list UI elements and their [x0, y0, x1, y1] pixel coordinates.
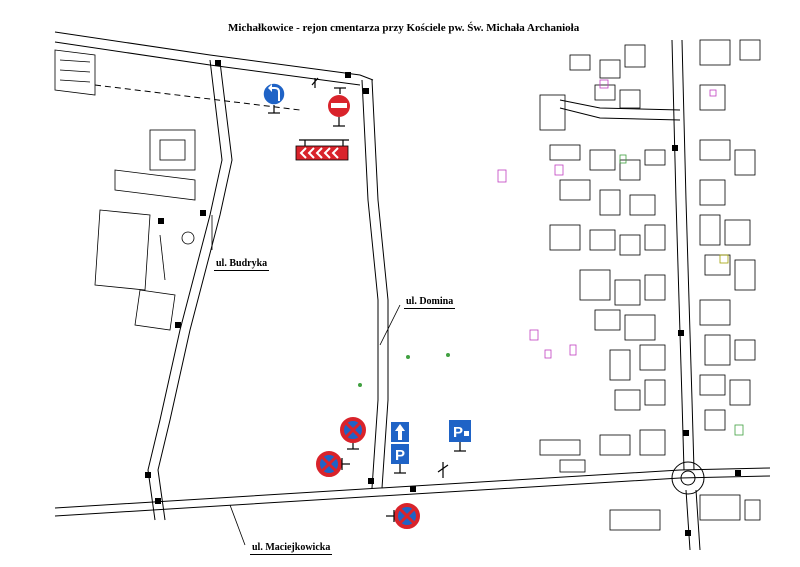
- no-entry-sign: [328, 87, 350, 127]
- building-blocks: [539, 39, 761, 531]
- one-way-parking-sign: P: [391, 422, 409, 474]
- street-label-budryka: ul. Budryka: [214, 258, 270, 271]
- street-label-domina: ul. Domina: [404, 296, 456, 309]
- road-network: [54, 31, 771, 551]
- chevron-board-sign: [295, 139, 349, 161]
- svg-text:P: P: [395, 447, 405, 464]
- no-stopping-sign: [340, 417, 366, 450]
- sign-post-markers: [311, 77, 449, 478]
- map-details: [358, 79, 744, 436]
- street-label-maciejkowicka: ul. Maciejkowicka: [250, 542, 333, 555]
- map-title: Michałkowice - rejon cmentarza przy Kośc…: [228, 22, 580, 34]
- left-compound: [54, 49, 196, 331]
- no-stopping-sign: [316, 451, 350, 477]
- parking-sign: P: [449, 420, 471, 452]
- svg-text:P: P: [453, 424, 463, 441]
- no-stopping-sign: [386, 503, 420, 529]
- turn-left-sign: [262, 82, 286, 114]
- label-leaders: [211, 215, 401, 546]
- road-markers: [145, 60, 741, 536]
